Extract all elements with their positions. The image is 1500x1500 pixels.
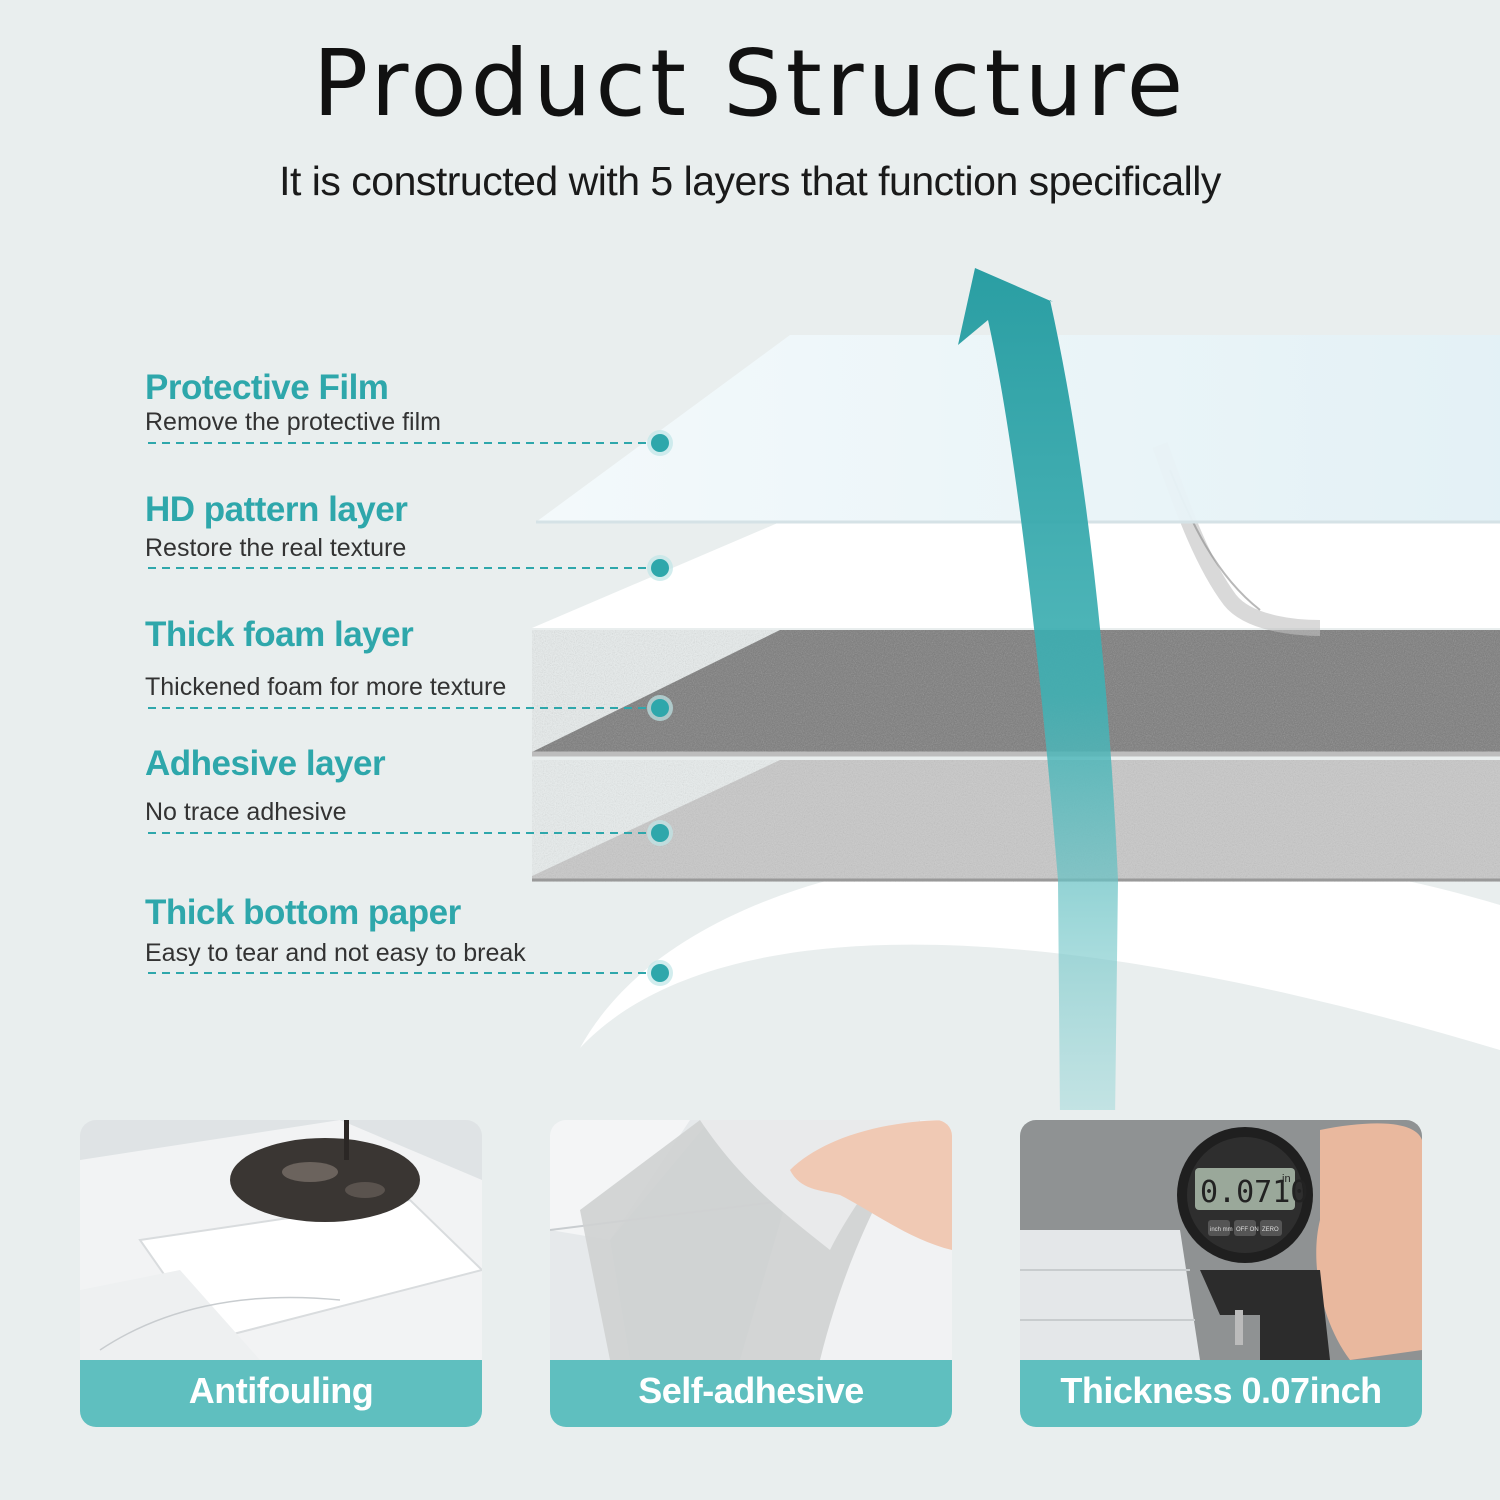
bottom-paper-layer [580,846,1500,1050]
gauge-reading: 0.0710 [1200,1175,1308,1210]
feature-card-antifouling: Antifouling [80,1120,482,1427]
hand-icon [790,1120,952,1250]
gauge-button-zero: ZERO [1262,1227,1279,1233]
layer-label-protective-film: Protective Film Remove the protective fi… [145,368,665,448]
layer-label-adhesive: Adhesive layer No trace adhesive [145,744,665,834]
peel-arrow-icon [958,268,1118,1110]
feature-caption: Thickness 0.07inch [1020,1360,1422,1427]
layer-title: Protective Film [145,368,389,407]
layer-description: No trace adhesive [145,798,347,826]
layer-description: Restore the real texture [145,534,407,562]
layer-title: Thick bottom paper [145,893,461,932]
self-adhesive-photo [550,1120,952,1360]
feature-caption: Antifouling [80,1360,482,1427]
gauge-button-unit: inch mm [1210,1227,1233,1233]
leader-dot [651,964,669,982]
layer-title: Adhesive layer [145,744,386,783]
antifouling-photo [80,1120,482,1360]
layer-description: Easy to tear and not easy to break [145,939,526,967]
hd-pattern-layer [532,522,1500,628]
layer-title: HD pattern layer [145,490,408,529]
leader-dot [651,699,669,717]
hand-icon [1316,1123,1422,1360]
layer-label-hd-pattern: HD pattern layer Restore the real textur… [145,490,665,570]
layer-description: Thickened foam for more texture [145,673,507,701]
layer-diagram [148,268,1500,1110]
page-title: Product Structure [312,30,1188,137]
layer-label-thick-foam: Thick foam layer Thickened foam for more… [145,615,665,710]
layer-title: Thick foam layer [145,615,414,654]
thickness-gauge-photo: 0.0710 in inch mm OFF ON ZERO [1020,1120,1422,1360]
leader-dot [651,559,669,577]
gauge-button-power: OFF ON [1236,1227,1259,1233]
layer-description: Remove the protective film [145,408,441,436]
page-subtitle: It is constructed with 5 layers that fun… [279,158,1221,204]
leader-dot [651,824,669,842]
feature-card-thickness: 0.0710 in inch mm OFF ON ZERO Thickness … [1020,1120,1422,1427]
feature-caption: Self-adhesive [550,1360,952,1427]
layer-label-bottom-paper: Thick bottom paper Easy to tear and not … [145,893,665,973]
feature-card-self-adhesive: Self-adhesive [550,1120,952,1427]
leader-dot [651,434,669,452]
gauge-unit: in [1282,1173,1291,1185]
